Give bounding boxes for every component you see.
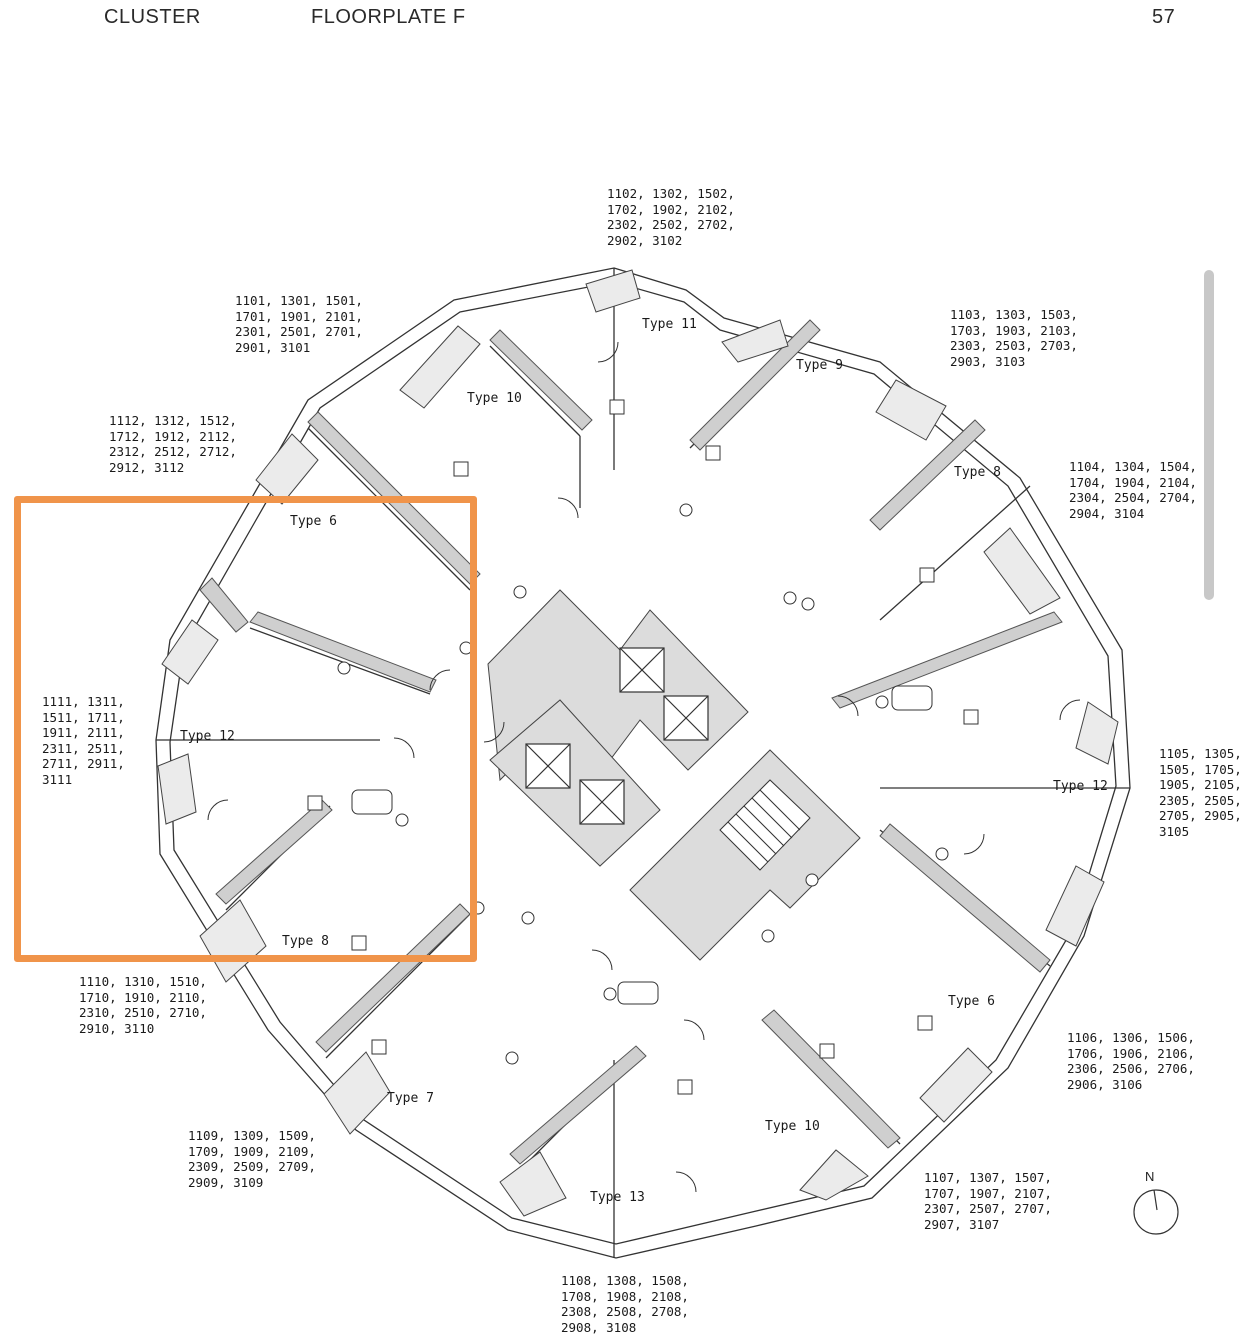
unit-type-label: Type 10 — [467, 391, 522, 406]
unit-type-label: Type 11 — [642, 317, 697, 332]
page-number: 57 — [1152, 6, 1176, 28]
unit-label-west: 1111, 1311, 1511, 1711, 1911, 2111, 2311… — [42, 694, 125, 787]
unit-label-southwest: 1109, 1309, 1509, 1709, 1909, 2109, 2309… — [188, 1128, 316, 1190]
unit-label-west-northwest: 1112, 1312, 1512, 1712, 1912, 2112, 2312… — [109, 413, 237, 475]
north-compass — [1133, 1189, 1179, 1235]
unit-label-east-southeast: 1106, 1306, 1506, 1706, 1906, 2106, 2306… — [1067, 1030, 1195, 1092]
unit-label-northwest: 1101, 1301, 1501, 1701, 1901, 2101, 2301… — [235, 293, 363, 355]
unit-type-label: Type 8 — [954, 465, 1001, 480]
compass-north-label: N — [1145, 1169, 1155, 1184]
section-title: CLUSTER — [104, 6, 201, 28]
vertical-scrollbar[interactable] — [1204, 270, 1214, 600]
unit-type-label: Type 13 — [590, 1190, 645, 1205]
unit-type-label: Type 6 — [948, 994, 995, 1009]
unit-label-northeast: 1103, 1303, 1503, 1703, 1903, 2103, 2303… — [950, 307, 1078, 369]
unit-label-east-northeast: 1104, 1304, 1504, 1704, 1904, 2104, 2304… — [1069, 459, 1197, 521]
unit-type-label: Type 7 — [387, 1091, 434, 1106]
floorplate-title: FLOORPLATE F — [311, 6, 466, 28]
unit-label-north: 1102, 1302, 1502, 1702, 1902, 2102, 2302… — [607, 186, 735, 248]
unit-type-label: Type 10 — [765, 1119, 820, 1134]
unit-type-label: Type 12 — [1053, 779, 1108, 794]
unit-label-south: 1108, 1308, 1508, 1708, 1908, 2108, 2308… — [561, 1273, 689, 1335]
unit-type-label: Type 8 — [282, 934, 329, 949]
unit-type-label: Type 12 — [180, 729, 235, 744]
selection-highlight-box — [14, 496, 477, 962]
unit-label-west-southwest: 1110, 1310, 1510, 1710, 1910, 2110, 2310… — [79, 974, 207, 1036]
unit-type-label: Type 9 — [796, 358, 843, 373]
unit-label-east: 1105, 1305, 1505, 1705, 1905, 2105, 2305… — [1159, 746, 1242, 839]
unit-label-southeast: 1107, 1307, 1507, 1707, 1907, 2107, 2307… — [924, 1170, 1052, 1232]
unit-type-label: Type 6 — [290, 514, 337, 529]
